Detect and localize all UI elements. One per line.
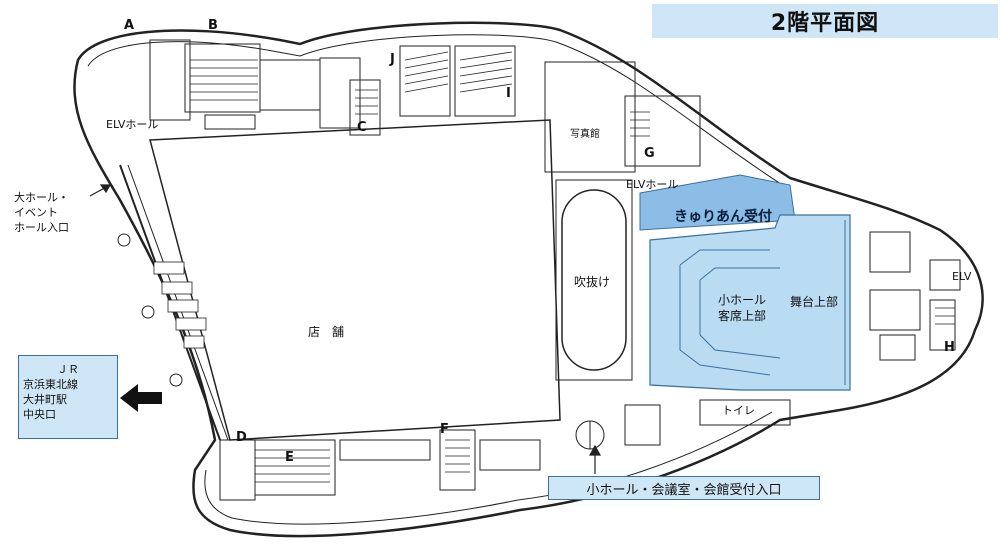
jr-line4: 中央口 xyxy=(23,408,56,421)
benches xyxy=(153,261,207,349)
small-hall-entrance-label: 小ホール・会議室・会館受付入口 xyxy=(548,476,820,500)
upper-rooms xyxy=(149,39,701,173)
right-wing-rooms xyxy=(869,231,961,361)
small-hall-zone xyxy=(649,214,851,391)
pointer-arrows xyxy=(89,184,602,474)
stair-label-c: C xyxy=(357,120,367,135)
stair-label-b: B xyxy=(208,18,218,33)
jr-line1: ＪＲ xyxy=(57,363,79,376)
elv-hall-right-label: ELVホール xyxy=(626,178,679,191)
stair-label-d: D xyxy=(236,430,247,445)
stair-label-a: A xyxy=(124,18,135,33)
photo-studio-label: 写真館 xyxy=(570,129,600,140)
page-title: 2階平面図 xyxy=(652,4,998,38)
big-hall-entrance-note: 大ホール・ イベント ホール入口 xyxy=(14,190,69,235)
kyurian-zone xyxy=(639,174,796,231)
lower-rooms xyxy=(219,399,791,501)
small-hall-seats-line1: 小ホール xyxy=(718,293,767,307)
kyurian-reception-label: きゅりあん受付 xyxy=(674,209,772,225)
stair-label-j: J xyxy=(390,52,395,67)
jr-station-box: ＪＲ 京浜東北線 大井町駅 中央口 xyxy=(18,355,118,439)
small-hall-seats-line2: 客席上部 xyxy=(718,309,767,323)
big-hall-entrance-line2: イベント xyxy=(14,206,58,219)
stair-label-h: H xyxy=(944,340,955,355)
stair-label-i: I xyxy=(506,86,511,101)
big-hall-entrance-line3: ホール入口 xyxy=(14,221,69,234)
columns xyxy=(117,233,183,387)
store-label: 店 舗 xyxy=(308,325,345,339)
stair-label-e: E xyxy=(285,450,294,465)
jr-line3: 大井町駅 xyxy=(23,393,67,406)
jr-line2: 京浜東北線 xyxy=(23,378,78,391)
jr-arrow-icon xyxy=(120,384,162,412)
big-hall-entrance-line1: 大ホール・ xyxy=(14,191,69,204)
toilet-label: トイレ xyxy=(722,404,755,417)
stair-hatches xyxy=(190,51,955,483)
stair-label-g: G xyxy=(644,146,655,161)
atrium-label: 吹抜け xyxy=(574,275,611,289)
elv-hall-left-label: ELVホール xyxy=(106,118,159,131)
atrium xyxy=(561,189,627,371)
stage-top-label: 舞台上部 xyxy=(790,295,839,309)
stair-label-f: F xyxy=(440,422,449,437)
small-hall-seats-label: 小ホール 客席上部 xyxy=(718,292,766,324)
elv-label: ELV xyxy=(952,270,972,283)
